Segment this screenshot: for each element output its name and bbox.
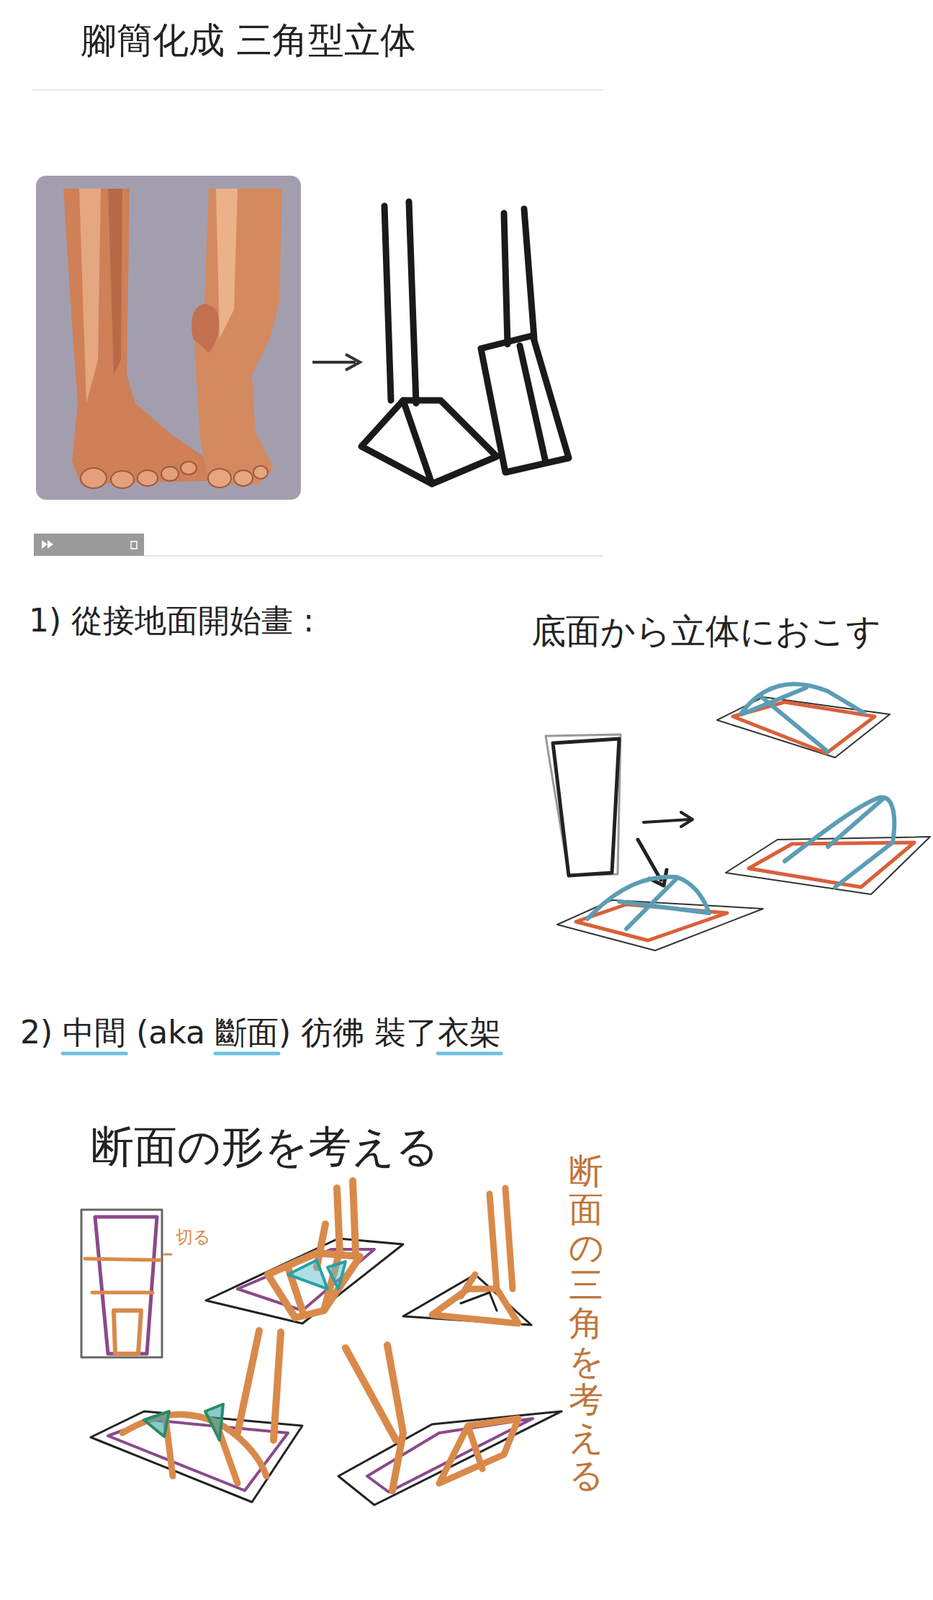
underline [62, 1051, 126, 1056]
vertical-note: 断面の三角を考える [568, 1151, 604, 1494]
page-title: 腳簡化成 三角型立体 [80, 18, 417, 62]
underline [437, 1051, 502, 1056]
japanese-note: 底面から立体におこす [531, 610, 882, 653]
cut-note: 切る [175, 1226, 211, 1248]
japanese-heading: 断面の形を考える [90, 1120, 440, 1173]
step-note: 1) 從接地面開始畫 : [28, 601, 314, 640]
step-note: 2) 中間 (aka 斷面) 彷彿 裝了衣架 [20, 1013, 502, 1052]
underline [215, 1051, 279, 1056]
